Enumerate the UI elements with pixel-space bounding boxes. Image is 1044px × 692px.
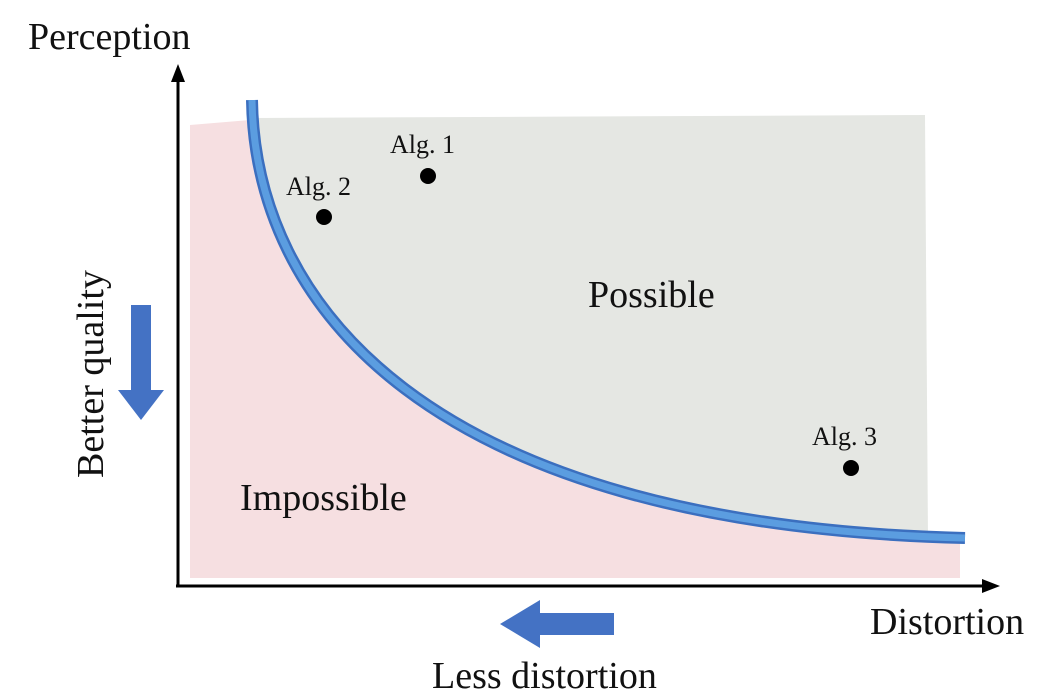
alg-1-point (420, 168, 436, 184)
better-quality-label: Better quality (70, 270, 112, 478)
boundary-curve (248, 99, 966, 542)
y-axis-title: Perception (28, 16, 191, 58)
alg-1-label: Alg. 1 (390, 130, 455, 159)
alg-3-label: Alg. 3 (812, 422, 877, 451)
alg-2-label: Alg. 2 (286, 172, 351, 201)
down-arrow-icon (118, 305, 164, 420)
y-axis-arrowhead (171, 64, 185, 82)
less-distortion-label: Less distortion (432, 655, 657, 692)
x-axis-arrowhead (982, 579, 1000, 593)
x-axis-title: Distortion (870, 601, 1024, 643)
impossible-region (190, 120, 960, 578)
possible-region (250, 115, 928, 540)
impossible-label: Impossible (240, 477, 407, 519)
alg-2-point (316, 209, 332, 225)
possible-label: Possible (588, 274, 715, 316)
alg-3-point (843, 460, 859, 476)
left-arrow-icon (500, 600, 614, 648)
